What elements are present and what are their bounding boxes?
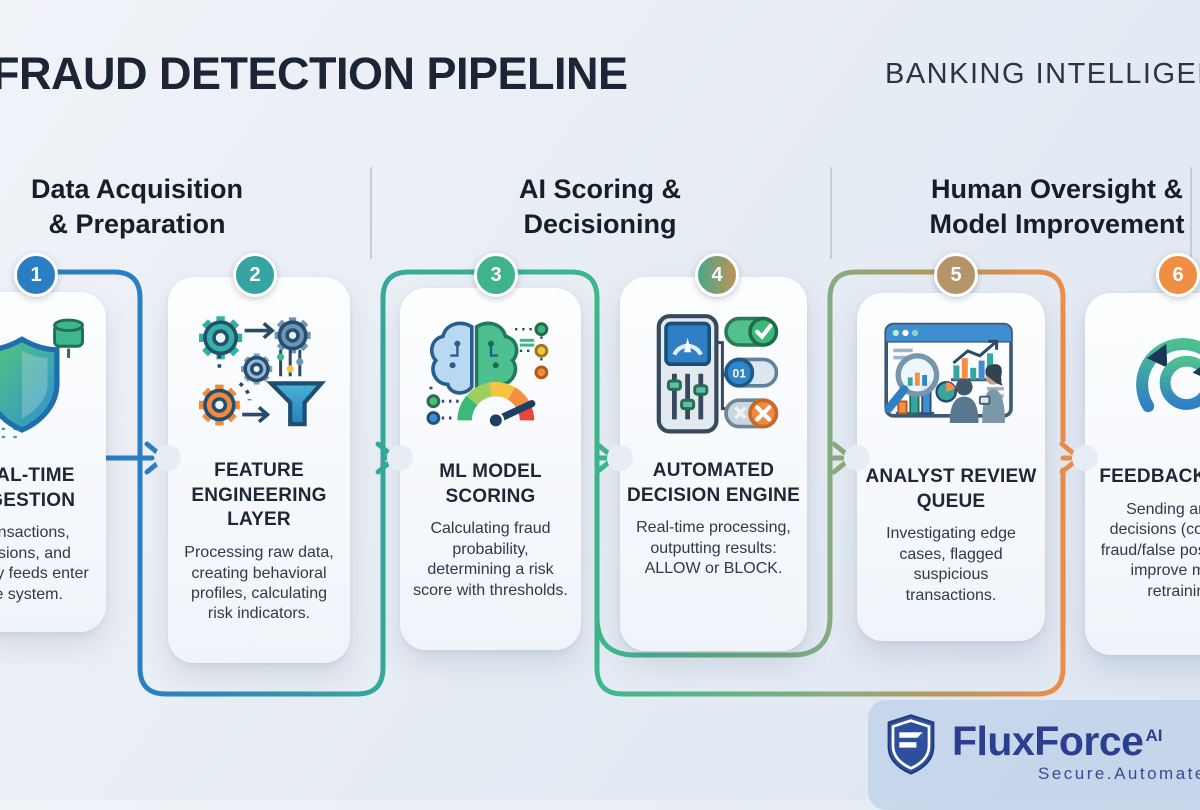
phase-header-ai-scoring: AI Scoring & Decisioning (518, 174, 681, 239)
step-card-feature-engineering: FEATURE ENGINEERING LAYER Processing raw… (155, 277, 350, 663)
step-badge-6: 6 (1156, 253, 1200, 297)
shield-data-icon (0, 304, 106, 456)
card-notch (844, 445, 870, 471)
step-card-feedback-loop: FEEDBACK LOOP Sending analyst decisions … (1072, 293, 1200, 655)
gears-funnel-icon (168, 299, 350, 451)
card-notch (155, 445, 181, 471)
phase-divider (1190, 167, 1192, 259)
card-notch (607, 445, 633, 471)
analyst-people (949, 364, 1005, 423)
brand-suffix: AI (1145, 726, 1163, 745)
brand-tagline: Secure.Automate. (1038, 764, 1200, 783)
phase-divider (830, 167, 832, 259)
brain-gauge-icon (400, 300, 581, 452)
step-description: Sending analyst decisions (confirmed fra… (1100, 500, 1200, 600)
brand-name: FluxForce (952, 718, 1144, 764)
step-badge-4: 4 (695, 253, 739, 297)
step-badge-3: 3 (474, 253, 518, 297)
step-description: Calculating fraud probability, determini… (413, 520, 568, 599)
main-flow-line (49, 269, 1066, 697)
phase-divider (370, 167, 372, 259)
step-description: Processing raw data, creating behavioral… (184, 544, 334, 623)
step-title: ML MODEL SCORING (439, 461, 542, 507)
step-title: FEEDBACK LOOP (1099, 466, 1200, 487)
step-title: REAL-TIME INGESTION (0, 465, 76, 511)
step-title: FEATURE ENGINEERING LAYER (191, 460, 327, 531)
step-card-analyst-review-queue: ANALYST REVIEW QUEUE Investigating edge … (844, 293, 1045, 641)
page-title: FRAUD DETECTION PIPELINE (0, 48, 628, 99)
step-badge-5: 5 (934, 253, 978, 297)
step-title: AUTOMATED DECISION ENGINE (627, 460, 800, 506)
card-notch (1072, 445, 1098, 471)
step-card-automated-decision-engine: 01 AUTOMATED DECISION ENGINE Real-time p… (607, 277, 807, 651)
page-subtitle: BANKING INTELLIGENCE (885, 58, 1200, 90)
step-description: Real-time processing, outputting results… (636, 519, 791, 578)
phase-header-human-oversight: Human Oversight & Model Improvement (929, 174, 1185, 239)
step-badge-2: 2 (233, 253, 277, 297)
outer-flow-line (594, 467, 1066, 697)
shield-logo-icon (884, 712, 938, 781)
brand-logo: FluxForce AI (884, 712, 1162, 781)
card-notch (387, 445, 413, 471)
analyst-review-icon (857, 305, 1045, 457)
step-description: Investigating edge cases, flagged suspic… (886, 525, 1016, 604)
step-badge-1: 1 (14, 253, 58, 297)
feedback-loop-icon (1085, 305, 1200, 457)
step-title: ANALYST REVIEW QUEUE (865, 466, 1037, 512)
step-description: Transactions, sessions, and activity fee… (0, 524, 89, 603)
decision-toggles-icon: 01 (620, 299, 807, 451)
svg-text:01: 01 (732, 366, 746, 380)
phase-header-data-acquisition: Data Acquisition & Preparation (30, 174, 244, 239)
step-card-ml-model-scoring: ML MODEL SCORING Calculating fraud proba… (387, 288, 581, 650)
step-card-realtime-ingestion: REAL-TIME INGESTION Transactions, sessio… (0, 292, 106, 632)
